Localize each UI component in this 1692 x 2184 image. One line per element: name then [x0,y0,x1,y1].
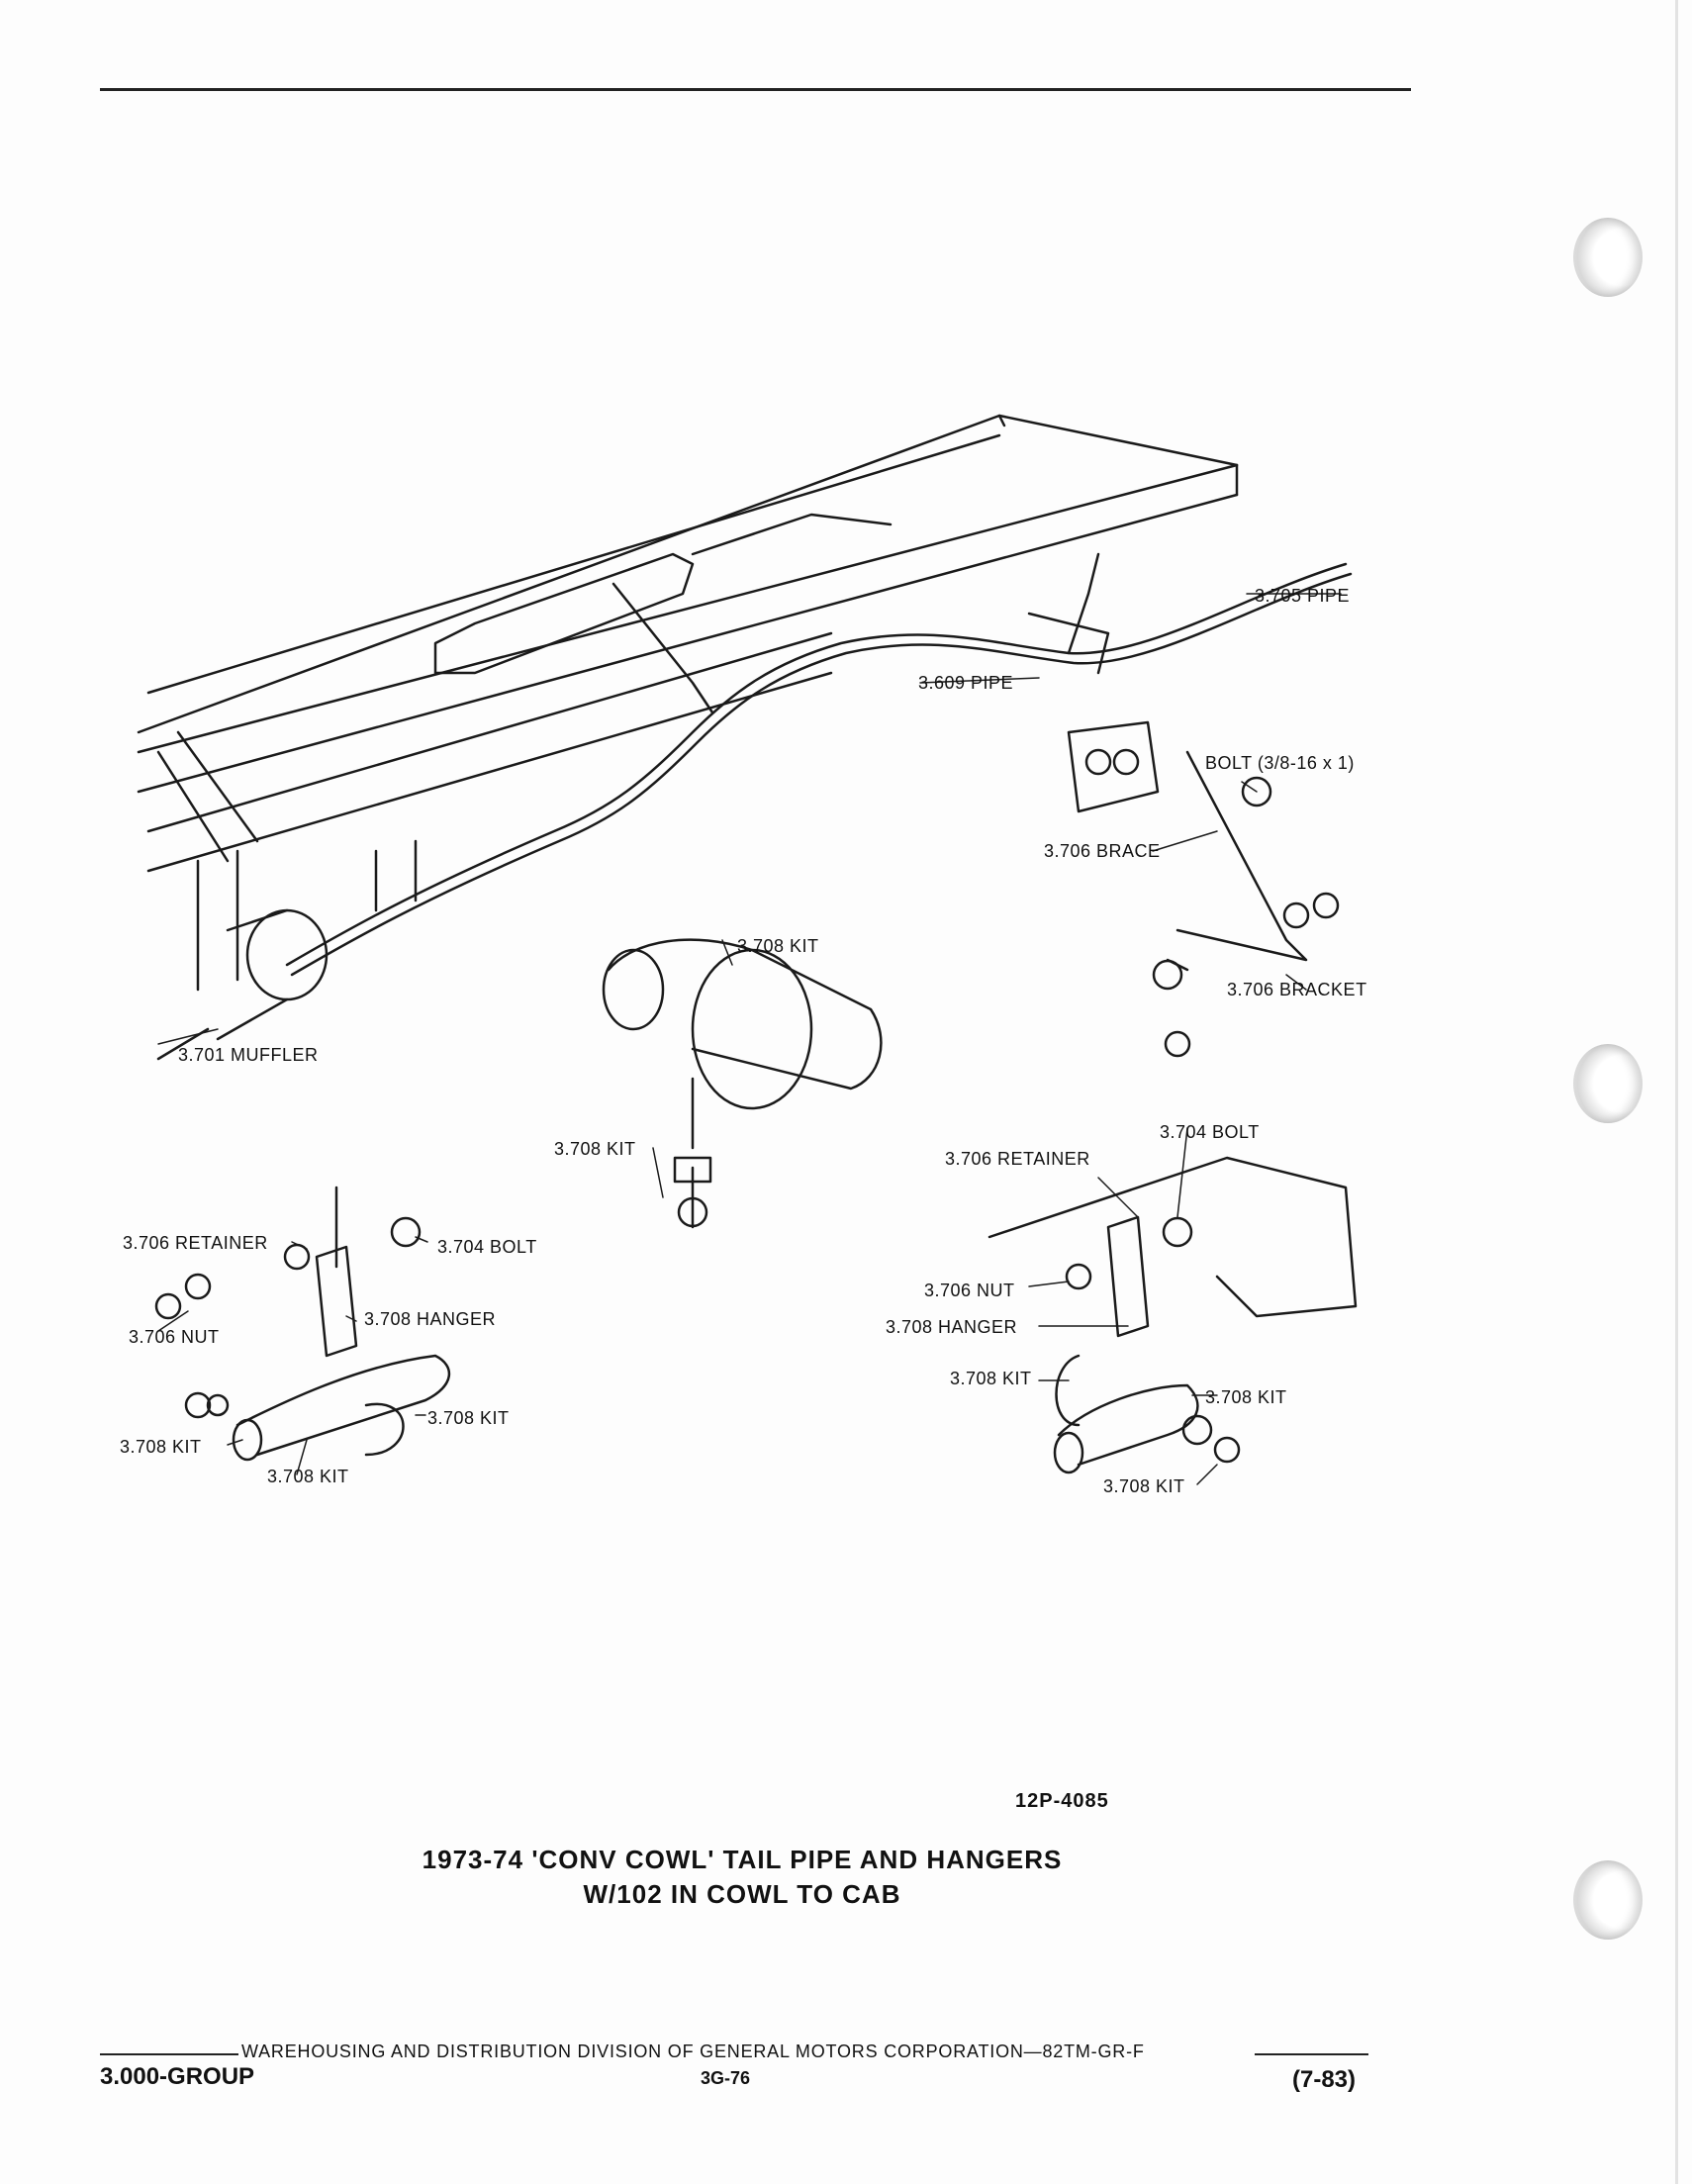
callout-3704-bolt-right: 3.704 BOLT [1160,1122,1260,1142]
callout-3708-kit-left-c: 3.708 KIT [267,1467,349,1486]
brace-bracket-assembly [1067,720,1340,1058]
left-hanger-assembly [154,1186,451,1462]
callout-3708-kit-center-top: 3.708 KIT [737,936,819,956]
callout-3706-brace: 3.706 BRACE [1044,841,1161,861]
callout-3708-kit-center-left: 3.708 KIT [554,1139,636,1159]
figure-title: 1973-74 'CONV COWL' TAIL PIPE AND HANGER… [297,1843,1187,1912]
callout-3704-bolt-left: 3.704 BOLT [437,1237,537,1257]
callout-3708-hanger-right: 3.708 HANGER [886,1317,1017,1337]
callout-3708-kit-left-a: 3.708 KIT [427,1408,510,1428]
callout-leaders [157,593,1342,1485]
page-edge [1675,0,1678,2184]
callout-3706-bracket: 3.706 BRACKET [1227,980,1367,999]
figure-title-line-1: 1973-74 'CONV COWL' TAIL PIPE AND HANGER… [422,1845,1063,1874]
callout-3706-retainer-right: 3.706 RETAINER [945,1149,1090,1169]
footer-page-number: 3G-76 [701,2068,751,2088]
footer-date: (7-83) [1292,2066,1357,2093]
footer-rule-left [100,2053,238,2055]
center-clamp-kit [602,938,883,1229]
exhaust-pipes [285,552,1353,977]
callout-3706-retainer-left: 3.706 RETAINER [123,1233,268,1253]
callout-3609-pipe: 3.609 PIPE [918,673,1013,693]
callout-3706-nut-left: 3.706 NUT [129,1327,220,1347]
footer-division: WAREHOUSING AND DISTRIBUTION DIVISION OF… [241,2042,1145,2061]
callout-3706-nut-right: 3.706 NUT [924,1281,1015,1300]
binder-hole-top [1573,218,1643,297]
footer-group: 3.000-GROUP [100,2063,255,2090]
exploded-parts-illustration: 3.705 PIPE 3.609 PIPE BOLT (3/8-16 x 1) … [120,414,1367,1496]
figure-title-line-2: W/102 IN COWL TO CAB [583,1879,901,1909]
chassis-frame [137,414,1239,992]
header-rule [100,88,1411,91]
right-hanger-assembly [987,1156,1358,1474]
figure-number: 12P-4085 [1015,1790,1109,1812]
callout-3708-kit-right-b: 3.708 KIT [1205,1387,1287,1407]
callout-3708-hanger-left: 3.708 HANGER [364,1309,496,1329]
muffler [156,908,329,1061]
callout-3708-kit-left-b: 3.708 KIT [120,1437,202,1457]
binder-hole-middle [1573,1044,1643,1123]
callout-bolt: BOLT (3/8-16 x 1) [1205,753,1355,773]
callout-3708-kit-right-c: 3.708 KIT [1103,1476,1185,1496]
binder-hole-bottom [1573,1860,1643,1940]
callout-3708-kit-right-a: 3.708 KIT [950,1369,1032,1388]
callout-3705-pipe: 3.705 PIPE [1255,586,1350,606]
footer-rule-right [1255,2053,1368,2055]
callout-3701-muffler: 3.701 MUFFLER [178,1045,319,1065]
